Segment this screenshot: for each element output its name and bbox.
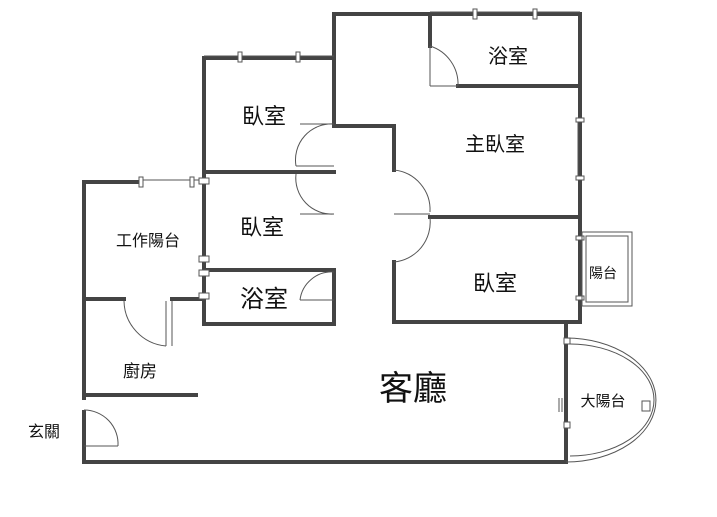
label-small-balcony: 陽台 [589,266,617,282]
windows [138,8,585,429]
wall-bedroom-lower [202,170,336,326]
label-bath-top: 浴室 [488,44,528,68]
doors [83,45,459,447]
room-labels: 浴室 主臥室 臥室 臥室 浴室 工作陽台 廚房 客廳 玄關 臥室 陽台 大陽台 [28,44,626,441]
label-bath-lower: 浴室 [240,285,288,313]
wall-master-left [332,124,396,172]
label-utility-balcony: 工作陽台 [116,231,180,250]
label-master-bedroom: 主臥室 [465,132,525,156]
label-entrance: 玄關 [28,422,60,441]
large-balcony-outline [565,337,657,463]
walls [82,12,582,464]
label-bedroom-left-lower: 臥室 [240,216,284,241]
label-large-balcony: 大陽台 [580,392,625,410]
label-bedroom-left-upper: 臥室 [242,105,286,130]
wall-left-outer [82,180,142,400]
label-kitchen: 廚房 [123,361,157,382]
wall-bedroom-right [392,215,582,324]
label-living-room: 客廳 [379,369,447,409]
wall-top-block [332,12,582,219]
label-bedroom-right: 臥室 [473,272,517,297]
small-balcony-outline [581,231,633,307]
balconies [565,231,657,463]
